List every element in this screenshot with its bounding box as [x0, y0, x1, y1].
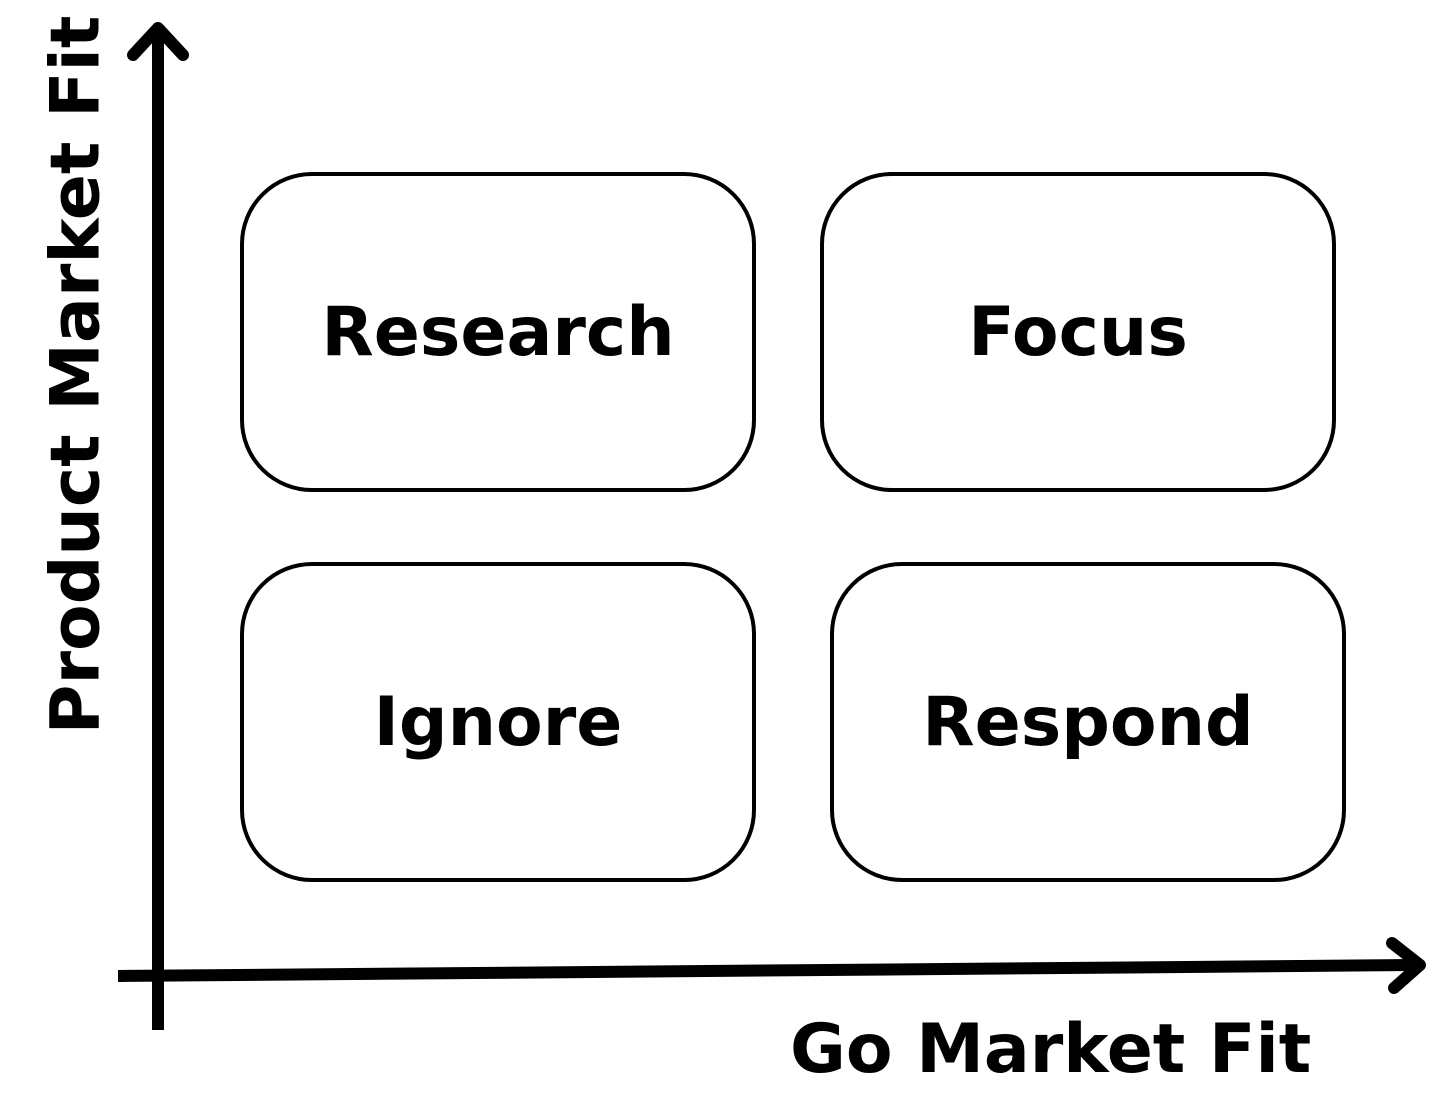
y-axis-arrowhead — [127, 22, 189, 61]
quadrant-respond: Respond — [830, 562, 1346, 882]
quadrant-focus: Focus — [820, 172, 1336, 492]
quadrant-research-label: Research — [321, 292, 675, 372]
quadrant-ignore-label: Ignore — [373, 682, 623, 762]
x-axis-arrowhead — [1386, 937, 1426, 994]
quadrant-focus-label: Focus — [968, 292, 1188, 372]
y-axis-label: Product Market Fit — [36, 15, 116, 735]
quadrant-research: Research — [240, 172, 756, 492]
quadrant-ignore: Ignore — [240, 562, 756, 882]
x-axis-label: Go Market Fit — [790, 1010, 1312, 1089]
x-axis-line — [117, 959, 1419, 982]
quadrant-respond-label: Respond — [922, 682, 1254, 762]
